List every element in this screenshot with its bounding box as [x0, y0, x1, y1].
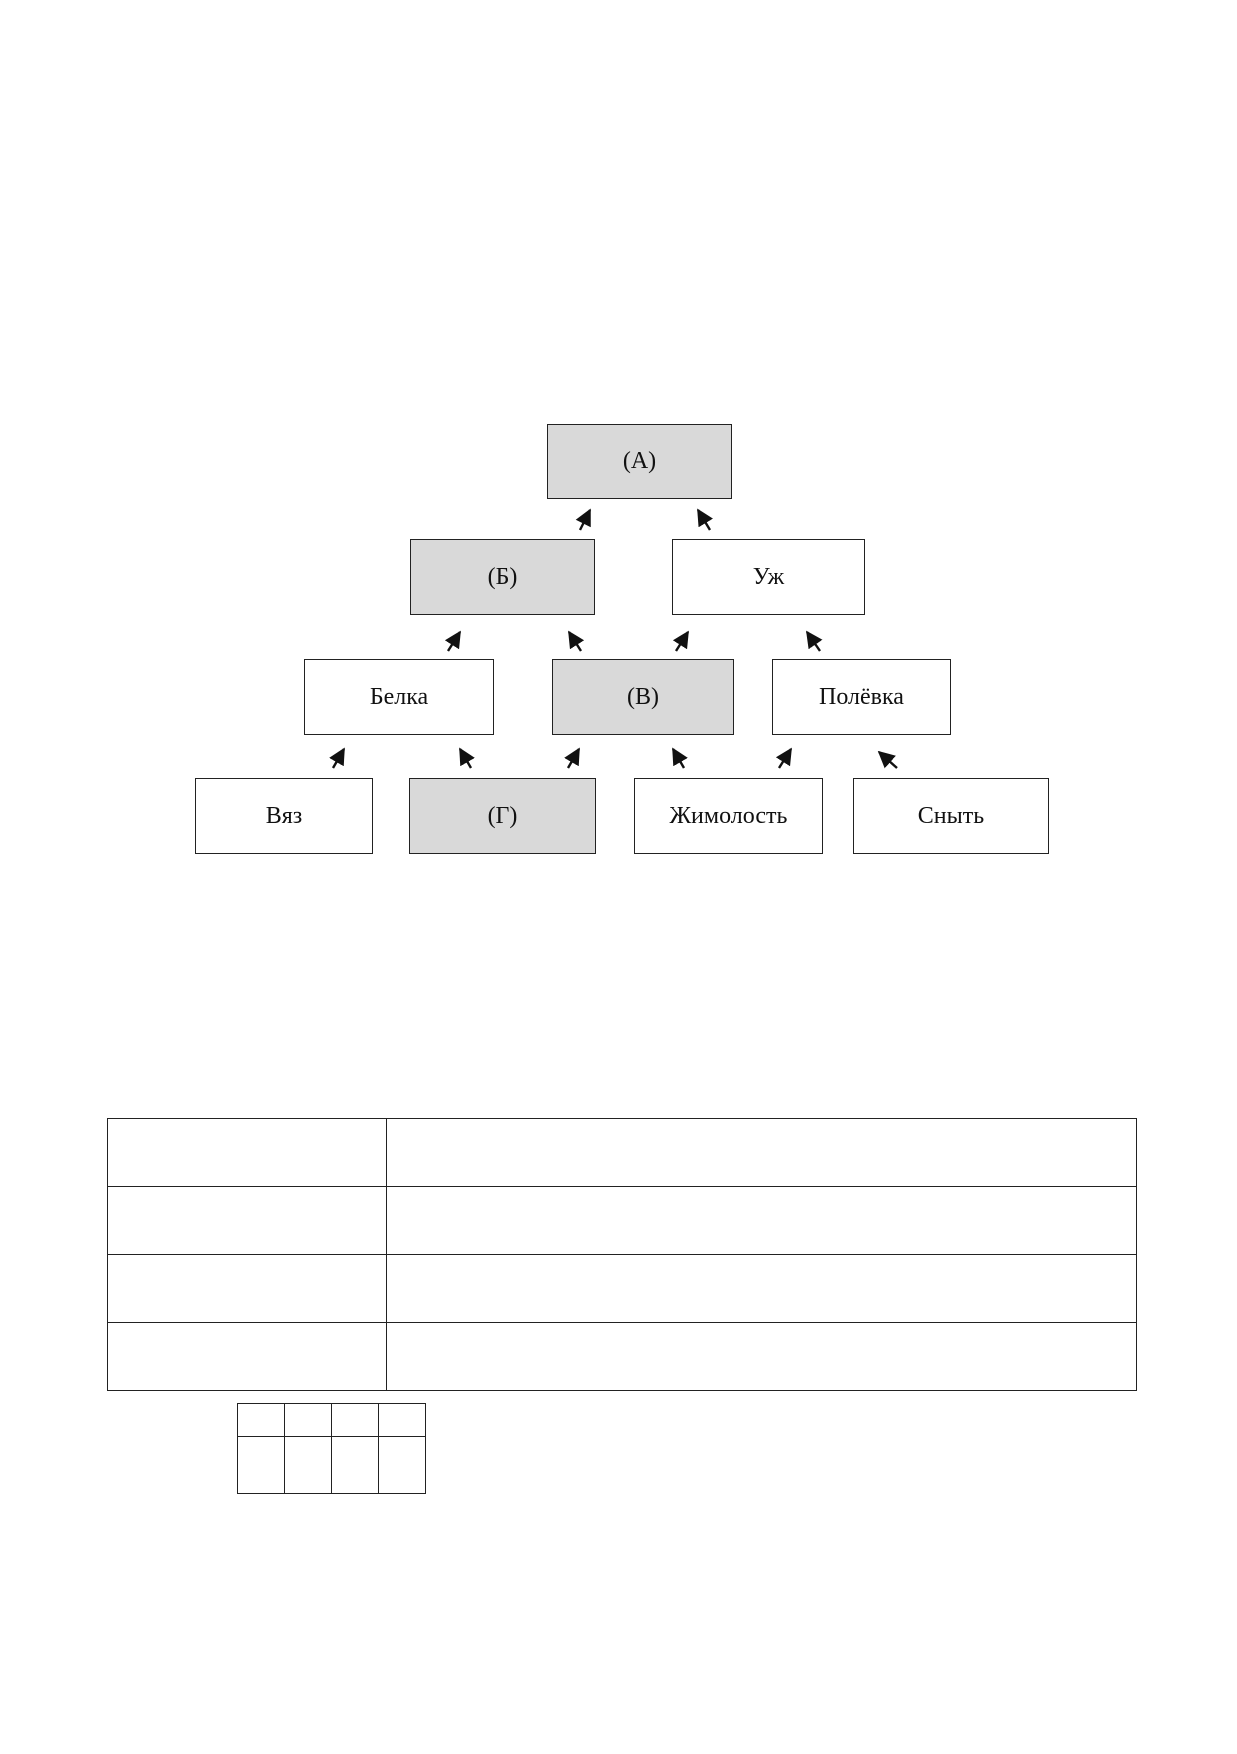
arrow-vyaz-to-belka: [329, 747, 346, 769]
node-polevka-label: Полёвка: [819, 683, 904, 710]
node-snyt-label: Сныть: [917, 802, 985, 829]
arrow-snyt-to-polevka: [877, 750, 898, 769]
arrow-zhimolost-to-polevka: [775, 747, 793, 769]
arrow-g-to-belka: [458, 747, 475, 769]
answer-grid-header-cell: [284, 1403, 332, 1437]
node-vyaz-label: Вяз: [265, 802, 303, 829]
arrow-belka-to-b: [444, 630, 462, 652]
node-uzh: Уж: [672, 539, 865, 615]
arrow-v-to-b: [567, 630, 585, 652]
arrow-zhimolost-to-v: [671, 747, 688, 769]
node-zhimolost: Жимолость: [634, 778, 823, 854]
table-cell-right[interactable]: [386, 1322, 1137, 1391]
answer-grid-header-cell: [237, 1403, 285, 1437]
table-cell-left[interactable]: [107, 1322, 387, 1391]
node-b-label: (Б): [487, 563, 518, 590]
node-belka-label: Белка: [369, 683, 429, 710]
table-row: [107, 1322, 1137, 1391]
arrow-v-to-uzh: [672, 630, 690, 652]
node-vyaz: Вяз: [195, 778, 373, 854]
node-b: (Б): [410, 539, 595, 615]
answer-grid-value-cell[interactable]: [331, 1436, 379, 1494]
answer-grid-header-row: [237, 1403, 426, 1437]
node-g-label: (Г): [487, 802, 518, 829]
answer-grid-value-row: [237, 1436, 426, 1494]
node-snyt: Сныть: [853, 778, 1049, 854]
node-belka: Белка: [304, 659, 494, 735]
table-row: [107, 1118, 1137, 1187]
answer-grid: [237, 1403, 426, 1494]
node-a-label: (А): [622, 448, 657, 474]
node-g: (Г): [409, 778, 596, 854]
answer-grid-value-cell[interactable]: [284, 1436, 332, 1494]
arrow-uzh-to-a: [696, 508, 713, 531]
node-v-label: (В): [627, 683, 659, 710]
table-row: [107, 1254, 1137, 1323]
node-a: (А): [547, 424, 732, 499]
table-cell-left[interactable]: [107, 1186, 387, 1255]
node-polevka: Полёвка: [772, 659, 951, 735]
arrow-polevka-to-uzh: [806, 630, 823, 652]
table-row: [107, 1186, 1137, 1255]
table-cell-right[interactable]: [386, 1254, 1137, 1323]
table-cell-left[interactable]: [107, 1254, 387, 1323]
table-cell-left[interactable]: [107, 1118, 387, 1187]
node-zhimolost-label: Жимолость: [669, 802, 788, 829]
arrow-b-to-a: [575, 508, 592, 531]
table-cell-right[interactable]: [386, 1186, 1137, 1255]
arrow-g-to-v: [564, 747, 581, 769]
node-v: (В): [552, 659, 734, 735]
answer-grid-header-cell: [331, 1403, 379, 1437]
node-uzh-label: Уж: [752, 563, 785, 590]
answer-grid-header-cell: [378, 1403, 426, 1437]
table-cell-right[interactable]: [386, 1118, 1137, 1187]
answer-grid-value-cell[interactable]: [237, 1436, 285, 1494]
answer-table: [107, 1118, 1137, 1391]
answer-grid-value-cell[interactable]: [378, 1436, 426, 1494]
